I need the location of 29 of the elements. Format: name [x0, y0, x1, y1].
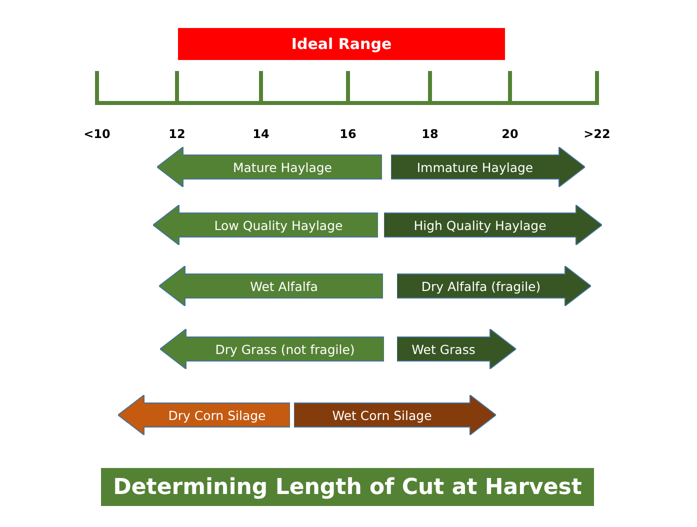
arrow-label: Dry Corn Silage	[167, 406, 267, 425]
arrow-label: High Quality Haylage	[412, 216, 548, 235]
tick-label: 12	[168, 127, 186, 141]
left-pointed-banner	[118, 395, 290, 435]
right-pointed-banner	[294, 395, 496, 435]
arrow-label: Wet Corn Silage	[331, 406, 433, 425]
tick-label: 18	[422, 127, 438, 141]
arrow-label: Immature Haylage	[416, 158, 534, 177]
left-pointed-banner	[157, 147, 382, 187]
arrow-label: Mature Haylage	[232, 158, 333, 177]
tick-label: 16	[340, 127, 356, 141]
right-pointed-banner	[384, 205, 602, 245]
tick-label: <10	[84, 127, 110, 141]
arrow-label: Dry Grass (not fragile)	[214, 340, 356, 359]
left-pointed-banner	[160, 329, 384, 369]
tick-label: 14	[252, 127, 270, 141]
right-pointed-banner	[391, 147, 585, 187]
arrow-label: Wet Alfalfa	[249, 278, 319, 296]
title-banner: Determining Length of Cut at Harvest	[101, 468, 594, 506]
arrow-label: Wet Grass	[410, 340, 476, 358]
left-pointed-banner	[159, 266, 383, 306]
arrow-label: Dry Alfalfa (fragile)	[420, 278, 542, 296]
left-pointed-banner	[153, 205, 378, 245]
right-pointed-banner	[397, 329, 516, 369]
right-pointed-banner	[397, 266, 591, 306]
arrow-label: Low Quality Haylage	[213, 216, 344, 235]
tick-label: 20	[502, 127, 518, 141]
tick-label: >22	[584, 127, 610, 141]
range-bar: Ideal Range	[178, 28, 505, 60]
